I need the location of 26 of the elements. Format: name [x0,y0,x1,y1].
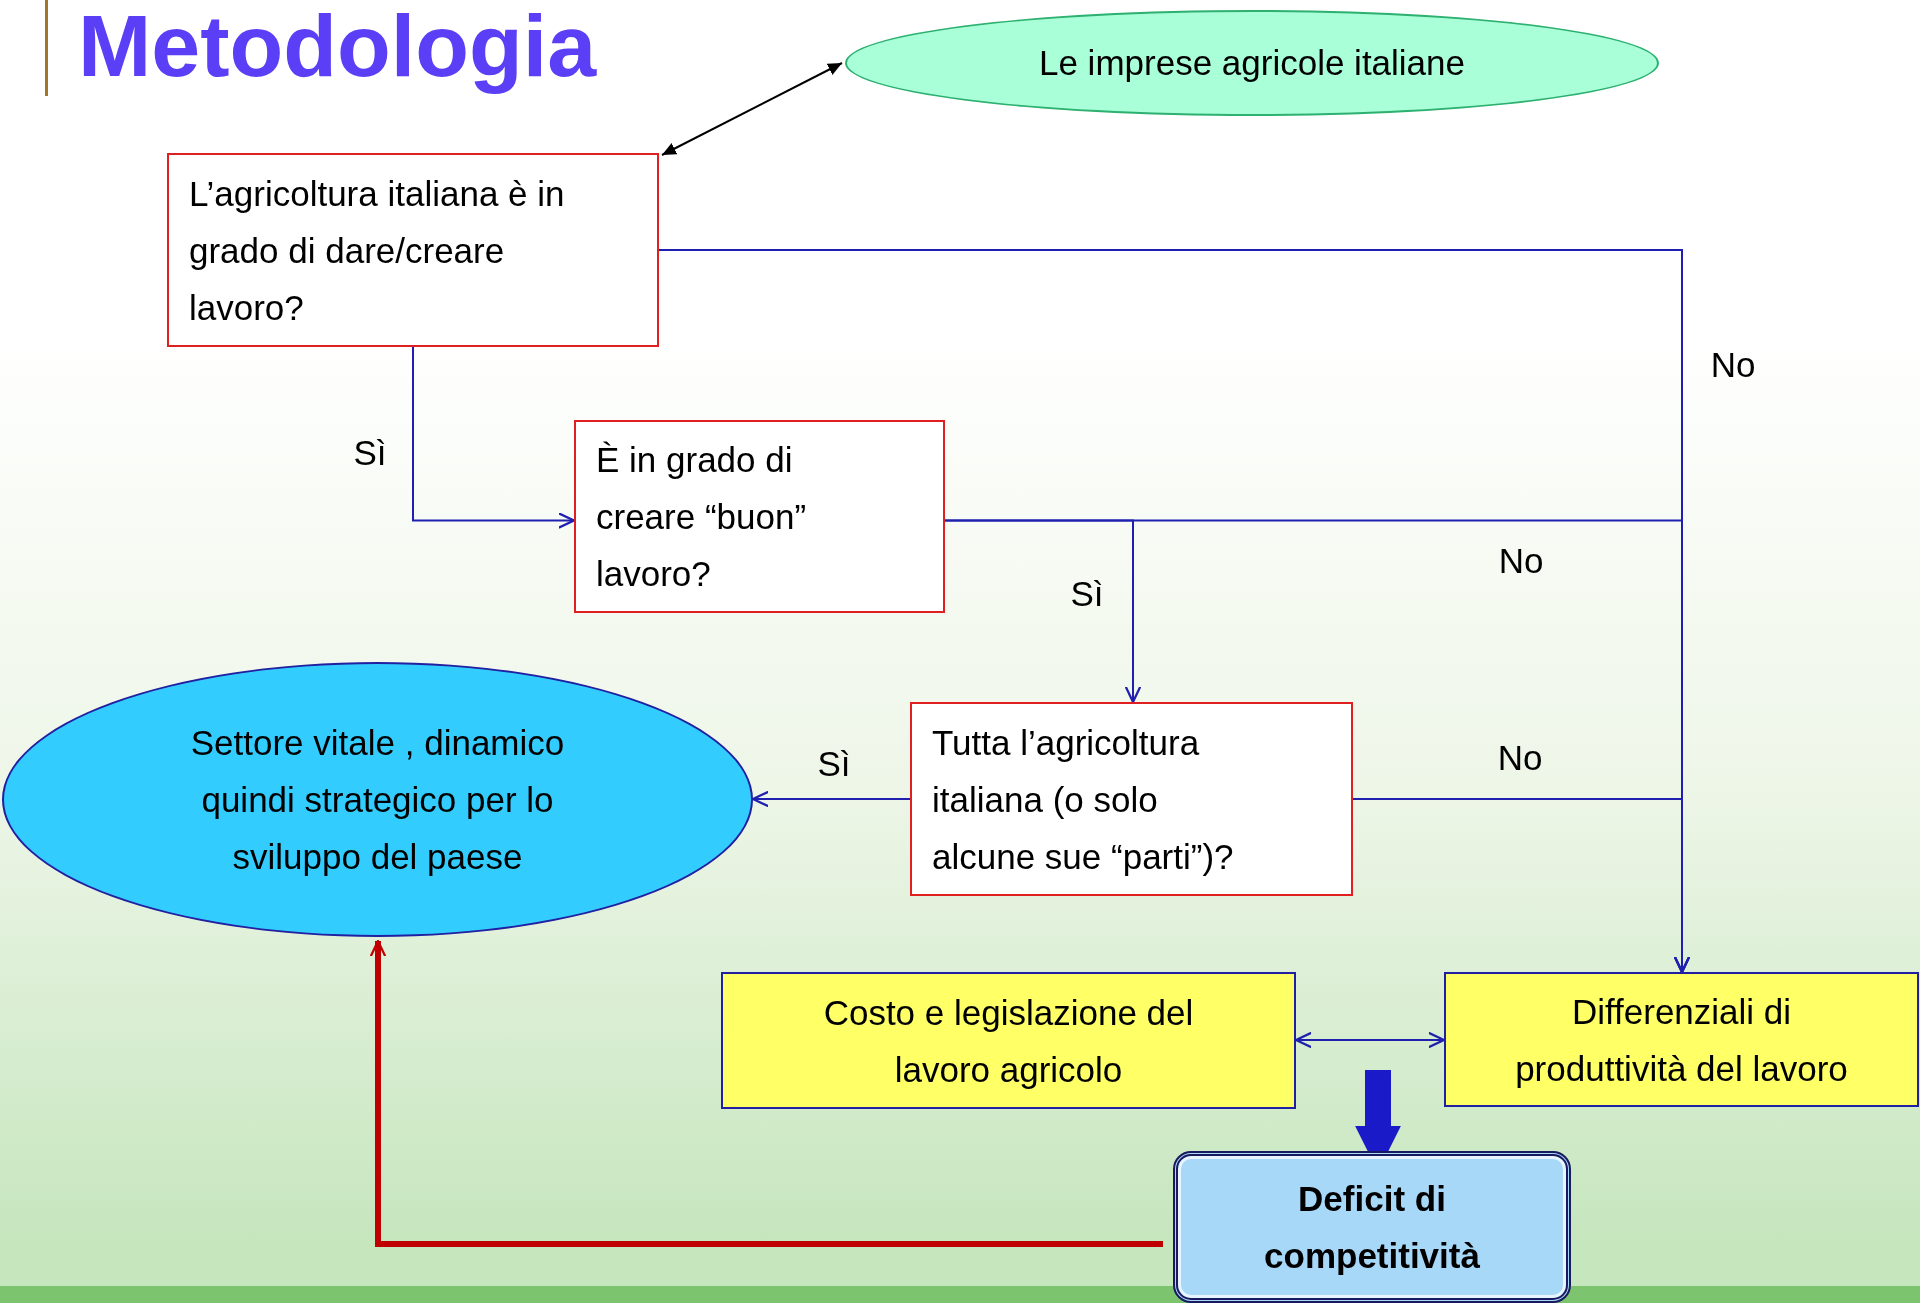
arrow [751,790,911,808]
node-text: Tutta l’agricoltura italiana (o solo alcune sue “parti”)? [932,721,1235,878]
factor-box [721,972,1296,1109]
edge-label: Sì [1070,574,1104,614]
question-box [574,420,945,613]
double-arrow [661,62,843,156]
node-text: Costo e legislazione del lavoro agricolo [822,991,1195,1091]
node-text: Settore vitale , dinamico quindi strategico per lo sviluppo del paese [189,722,566,878]
title: Metodologia [78,0,597,96]
result-box [1173,1151,1571,1303]
edge-label: No [1710,345,1756,385]
edge-label: No [1497,738,1543,778]
feedback-arrow [369,939,1163,1247]
node-text: L’agricoltura italiana è in grado di dare/creare lavoro? [189,172,566,329]
arrow [412,346,576,529]
factor-box [1444,972,1919,1107]
node-text: È in grado di creare “buon” lavoro? [596,439,808,595]
edge-label: Sì [817,744,851,784]
edge-label: Sì [353,433,387,473]
question-box [167,153,659,347]
node-text: Le imprese agricole italiane [1038,43,1466,83]
arrow [1352,798,1691,974]
question-box [910,702,1353,896]
edge-label: No [1498,541,1544,581]
node-text: Deficit di competitività [1263,1178,1481,1277]
node-text: Differenziali di produttività del lavoro [1514,990,1849,1090]
